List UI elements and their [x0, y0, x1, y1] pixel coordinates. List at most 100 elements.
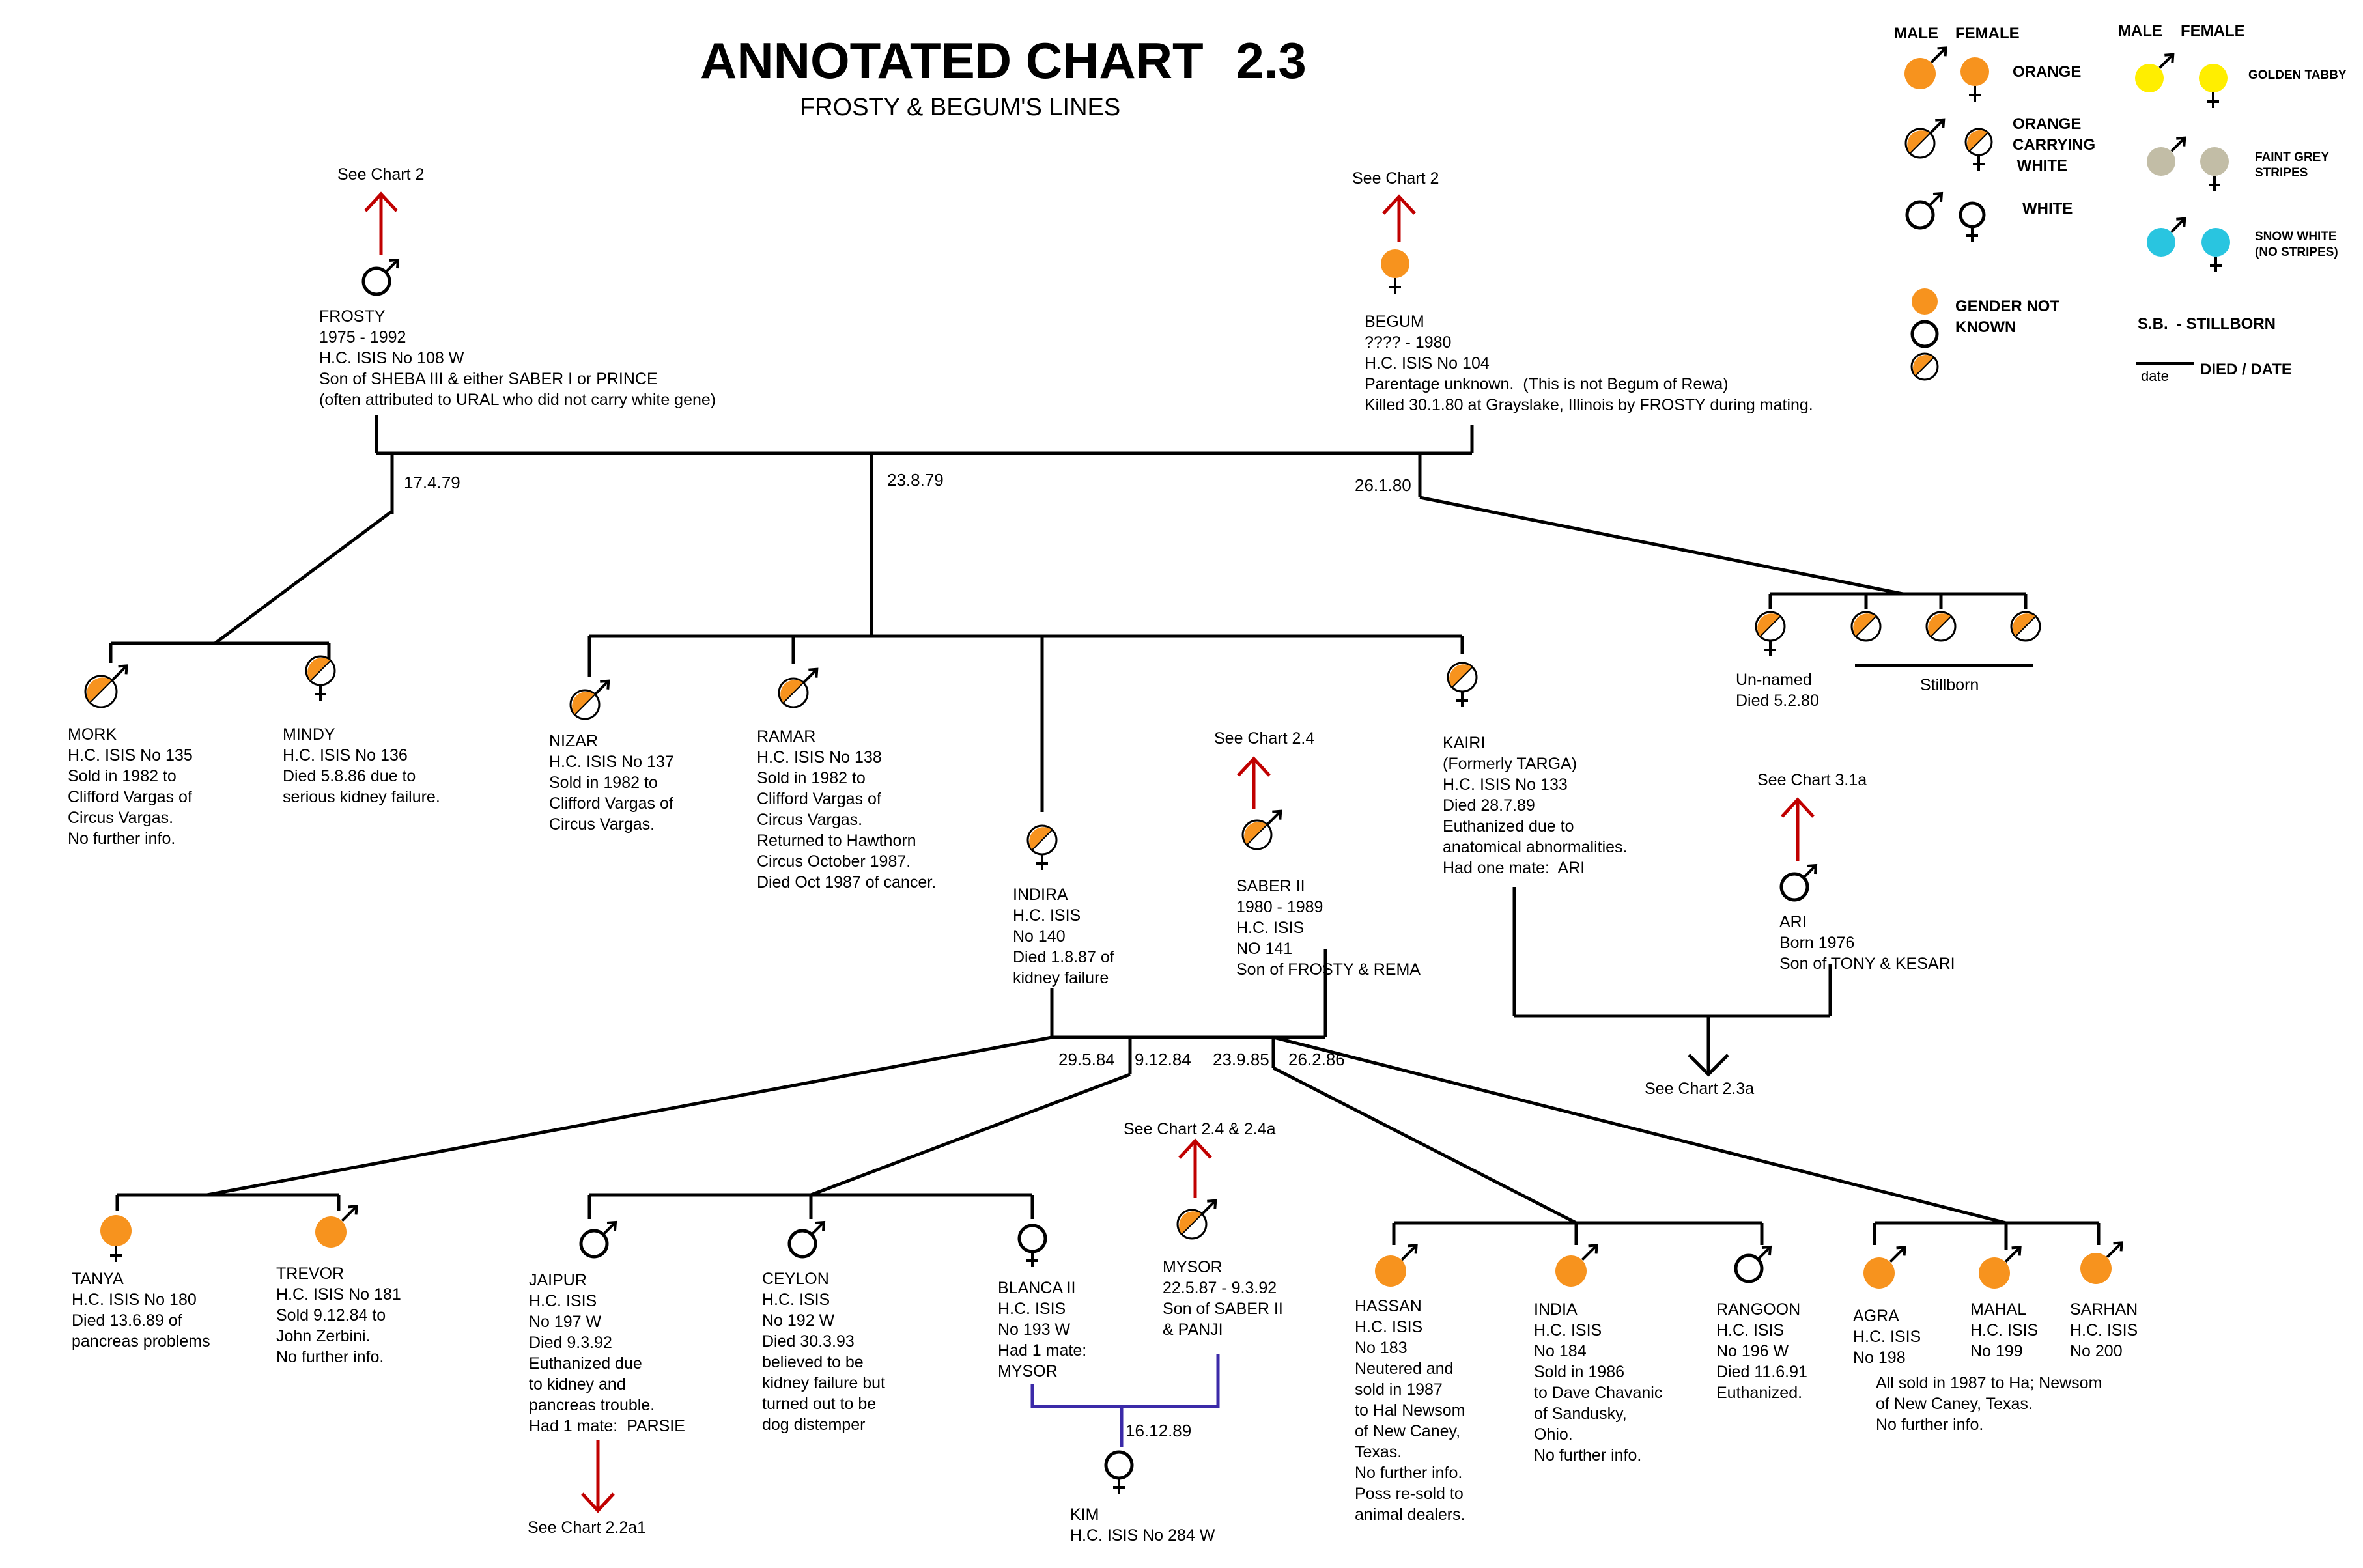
- chart-number: 2.3: [1236, 32, 1307, 89]
- legend-female-label: FEMALE: [1955, 25, 2020, 42]
- ref-frosty: See Chart 2: [337, 165, 425, 184]
- ari-info: ARI Born 1976 Son of TONY & KESARI: [1779, 913, 1955, 973]
- chart-subtitle: FROSTY & BEGUM'S LINES: [800, 94, 1121, 121]
- indira-symbol: [1026, 824, 1058, 870]
- begum-info: BEGUM ???? - 1980 H.C. ISIS No 104 Paren…: [1365, 313, 1813, 414]
- legend-grey-female-icon: [2200, 147, 2229, 191]
- ref-ari: See Chart 3.1a: [1757, 771, 1867, 789]
- mysor-info: MYSOR 22.5.87 - 9.3.92 Son of SABER II &…: [1163, 1258, 1283, 1339]
- hassan-info: HASSAN H.C. ISIS No 183 Neutered and sol…: [1355, 1297, 1465, 1524]
- ceylon-symbol: [787, 1220, 826, 1259]
- jaipur-ref-arrow: [581, 1440, 615, 1513]
- ref-jaipur: See Chart 2.2a1: [528, 1519, 647, 1537]
- mysor-ref-arrow: [1178, 1138, 1212, 1198]
- begum-ref-arrow: [1382, 194, 1416, 242]
- pedigree-lines: [109, 362, 2194, 1250]
- hassan-symbol: [1375, 1244, 1418, 1287]
- legend-snow-male-icon: [2147, 217, 2186, 257]
- kim-symbol: [1104, 1450, 1134, 1494]
- legend-orange: ORANGE: [2013, 63, 2082, 81]
- rangoon-symbol: [1734, 1245, 1772, 1283]
- saber-ii-info: SABER II 1980 - 1989 H.C. ISIS NO 141 So…: [1236, 877, 1421, 979]
- tanya-info: TANYA H.C. ISIS No 180 Died 13.6.89 of p…: [72, 1270, 210, 1351]
- mindy-symbol: [305, 655, 336, 701]
- blanca-ii-info: BLANCA II H.C. ISIS No 193 W Had 1 mate:…: [998, 1279, 1087, 1380]
- mysor-symbol: [1176, 1199, 1217, 1240]
- india-info: INDIA H.C. ISIS No 184 Sold in 1986 to D…: [1534, 1300, 1663, 1464]
- mork-symbol: [84, 664, 128, 708]
- blanca-ii-symbol: [1017, 1224, 1047, 1267]
- rangoon-info: RANGOON H.C. ISIS No 196 W Died 11.6.91 …: [1716, 1300, 1807, 1402]
- kim-info: KIM H.C. ISIS No 284 W: [1070, 1505, 1215, 1545]
- ari-symbol: [1779, 863, 1818, 902]
- sarhan-symbol: [2080, 1241, 2123, 1284]
- saber-ref-arrow: [1237, 756, 1271, 809]
- stillborn-label: Stillborn: [1920, 676, 1979, 694]
- kairi-info: KAIRI (Formerly TARGA) H.C. ISIS No 133 …: [1443, 734, 1628, 877]
- legend-gnk-orange-icon: [1912, 288, 1938, 315]
- date-9-12-84: 9.12.84: [1135, 1050, 1191, 1069]
- legend-ocw-male-icon: [1904, 118, 1946, 159]
- frosty-info: FROSTY 1975 - 1992 H.C. ISIS No 108 W So…: [319, 307, 716, 409]
- legend-faint-grey-stripes: FAINT GREY STRIPES: [2255, 150, 2330, 180]
- legend-golden-tabby: GOLDEN TABBY: [2248, 68, 2347, 82]
- stillborn-3-symbol: [2010, 611, 2041, 642]
- chart-title: ANNOTATED CHART 2.3: [700, 31, 1307, 90]
- mahal-info: MAHAL H.C. ISIS No 199: [1970, 1300, 2039, 1360]
- frosty-symbol: [361, 258, 400, 296]
- legend-female-label-2: FEMALE: [2181, 22, 2245, 40]
- mate-line-blanca-mysor: [1030, 1354, 1220, 1447]
- legend-golden-male-icon: [2135, 53, 2175, 92]
- ref-saber: See Chart 2.4: [1214, 729, 1315, 748]
- legend-orange-carrying-white: ORANGE CARRYING WHITE: [2013, 115, 2096, 175]
- stillborn-2-symbol: [1925, 611, 1957, 642]
- tanya-symbol: [100, 1215, 132, 1262]
- legend-ocw-female-icon: [1964, 128, 1993, 171]
- unnamed-info: Un-named Died 5.2.80: [1736, 671, 1819, 710]
- legend-snow-female-icon: [2201, 228, 2230, 272]
- date-23-9-85: 23.9.85: [1213, 1050, 1269, 1069]
- date-26-1-80: 26.1.80: [1355, 475, 1411, 495]
- legend-died-date: DIED / DATE: [2200, 361, 2292, 378]
- ramar-symbol: [778, 667, 819, 708]
- ref-begum: See Chart 2: [1352, 169, 1439, 188]
- reference-arrows: [364, 191, 1815, 1513]
- sarhan-info: SARHAN H.C. ISIS No 200: [2070, 1300, 2138, 1360]
- kairi-symbol: [1447, 662, 1478, 707]
- jaipur-info: JAIPUR H.C. ISIS No 197 W Died 9.3.92 Eu…: [529, 1271, 685, 1435]
- legend-snow-white: SNOW WHITE (NO STRIPES): [2255, 230, 2338, 259]
- chart-title-text: ANNOTATED CHART: [700, 32, 1204, 89]
- ref-mysor: See Chart 2.4 & 2.4a: [1124, 1120, 1276, 1138]
- legend-date: date: [2141, 368, 2169, 384]
- legend-white: WHITE: [2022, 200, 2073, 217]
- agra-mahal-sarhan-note: All sold in 1987 to Ha; Newsom of New Ca…: [1876, 1374, 2102, 1434]
- legend-golden-female-icon: [2199, 64, 2228, 108]
- date-29-5-84: 29.5.84: [1058, 1050, 1115, 1069]
- agra-info: AGRA H.C. ISIS No 198: [1853, 1307, 1921, 1367]
- legend-male-label: MALE: [1894, 25, 1938, 42]
- jaipur-symbol: [579, 1220, 617, 1259]
- legend-gnk-half-icon: [1910, 352, 1939, 381]
- legend-gender-not-known: GENDER NOT KNOWN: [1955, 298, 2060, 336]
- ari-ref-arrow: [1781, 797, 1815, 861]
- date-17-4-79: 17.4.79: [404, 473, 460, 492]
- ceylon-info: CEYLON H.C. ISIS No 192 W Died 30.3.93 b…: [762, 1270, 886, 1434]
- date-23-8-79: 23.8.79: [887, 470, 944, 490]
- ramar-info: RAMAR H.C. ISIS No 138 Sold in 1982 to C…: [757, 727, 937, 891]
- legend-male-label-2: MALE: [2118, 22, 2162, 40]
- frosty-ref-arrow: [364, 191, 398, 255]
- nizar-info: NIZAR H.C. ISIS No 137 Sold in 1982 to C…: [549, 732, 674, 833]
- nizar-symbol: [569, 679, 610, 720]
- legend-stillborn: S.B. - STILLBORN: [2138, 315, 2276, 333]
- ref-kairi-ari: See Chart 2.3a: [1645, 1080, 1755, 1098]
- india-symbol: [1555, 1244, 1598, 1287]
- mahal-symbol: [1979, 1246, 2022, 1289]
- begum-symbol: [1381, 249, 1409, 294]
- indira-info: INDIRA H.C. ISIS No 140 Died 1.8.87 of k…: [1013, 886, 1114, 987]
- date-26-2-86: 26.2.86: [1288, 1050, 1345, 1069]
- tiger-symbols: [84, 46, 2230, 1494]
- legend-orange-female-icon: [1960, 57, 1989, 102]
- legend-orange-male-icon: [1904, 46, 1947, 89]
- unnamed-symbol: [1755, 611, 1786, 656]
